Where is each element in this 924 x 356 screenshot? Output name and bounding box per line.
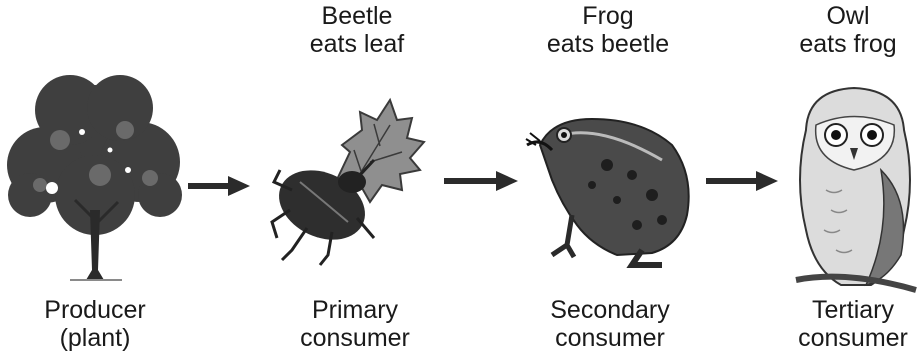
beetle-top-caption: Beetle eats leaf (292, 2, 422, 58)
tertiary-consumer-caption: Tertiary consumer (786, 296, 920, 352)
primary-consumer-caption: Primary consumer (280, 296, 430, 352)
frog-top-caption: Frog eats beetle (528, 2, 688, 58)
secondary-line-2: consumer (520, 324, 700, 352)
frog-top-line-1: Frog (528, 2, 688, 30)
beetle-icon (262, 90, 427, 270)
frog-top-line-2: eats beetle (528, 30, 688, 58)
owl-top-line-1: Owl (778, 2, 918, 30)
primary-line-1: Primary (280, 296, 430, 324)
primary-line-2: consumer (280, 324, 430, 352)
beetle-top-line-2: eats leaf (292, 30, 422, 58)
right-arrow-icon (706, 170, 778, 192)
secondary-consumer-caption: Secondary consumer (520, 296, 700, 352)
tertiary-line-2: consumer (786, 324, 920, 352)
tertiary-line-1: Tertiary (786, 296, 920, 324)
producer-line-1: Producer (20, 296, 170, 324)
secondary-line-1: Secondary (520, 296, 700, 324)
tree-icon (0, 70, 190, 285)
beetle-top-line-1: Beetle (292, 2, 422, 30)
producer-line-2: (plant) (20, 324, 170, 352)
right-arrow-icon (188, 175, 250, 197)
owl-top-caption: Owl eats frog (778, 2, 918, 58)
right-arrow-icon (444, 170, 518, 192)
owl-top-line-2: eats frog (778, 30, 918, 58)
producer-caption: Producer (plant) (20, 296, 170, 352)
frog-icon (522, 105, 697, 270)
owl-icon (786, 80, 924, 300)
